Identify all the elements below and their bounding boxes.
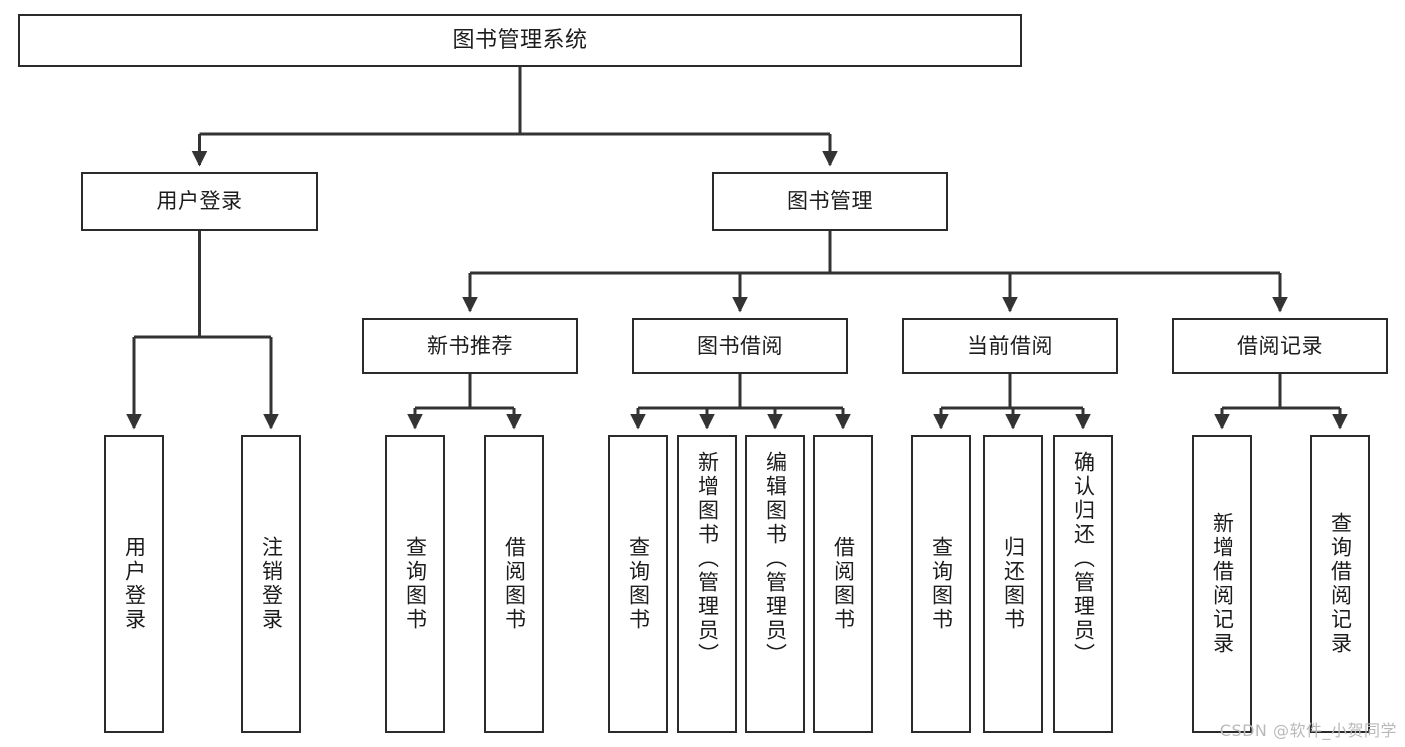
- node-leaf-add-borrowing-record[interactable]: 新增借阅记录: [1192, 435, 1252, 733]
- node-book-management[interactable]: 图书管理: [712, 172, 948, 231]
- node-label: 当前借阅: [967, 333, 1053, 358]
- node-label: 新增借阅记录: [1210, 512, 1235, 656]
- node-leaf-borrow-book-recommendation[interactable]: 借阅图书: [484, 435, 544, 733]
- node-label: 借阅图书: [502, 536, 527, 632]
- csdn-watermark: CSDN @软件_小贺同学: [1219, 721, 1397, 740]
- node-label: 查询借阅记录: [1328, 512, 1353, 656]
- node-leaf-user-login[interactable]: 用户登录: [104, 435, 164, 733]
- node-label: 注销登录: [259, 536, 284, 632]
- node-label: 借阅记录: [1237, 333, 1323, 358]
- node-new-book-recommendation[interactable]: 新书推荐: [362, 318, 578, 374]
- node-leaf-query-book-borrowing[interactable]: 查询图书: [608, 435, 668, 733]
- node-label: 用户登录: [122, 536, 147, 632]
- node-label: 归还图书: [1001, 536, 1026, 632]
- node-current-borrowing[interactable]: 当前借阅: [902, 318, 1118, 374]
- node-leaf-query-book-current[interactable]: 查询图书: [911, 435, 971, 733]
- node-label: 编辑图书（管理员）: [763, 451, 788, 667]
- node-leaf-query-borrowing-record[interactable]: 查询借阅记录: [1310, 435, 1370, 733]
- node-leaf-edit-book-admin[interactable]: 编辑图书（管理员）: [745, 435, 805, 733]
- node-user-login[interactable]: 用户登录: [81, 172, 318, 231]
- node-borrowing-record[interactable]: 借阅记录: [1172, 318, 1388, 374]
- node-label: 查询图书: [626, 536, 651, 632]
- node-book-borrowing[interactable]: 图书借阅: [632, 318, 848, 374]
- node-label: 新书推荐: [427, 333, 513, 358]
- node-label: 图书借阅: [697, 333, 783, 358]
- node-root-book-management-system[interactable]: 图书管理系统: [18, 14, 1022, 67]
- node-label: 借阅图书: [831, 536, 856, 632]
- node-leaf-borrow-book-borrowing[interactable]: 借阅图书: [813, 435, 873, 733]
- node-label: 确认归还（管理员）: [1071, 451, 1096, 667]
- node-leaf-query-book-recommendation[interactable]: 查询图书: [385, 435, 445, 733]
- node-label: 图书管理系统: [452, 27, 588, 53]
- node-leaf-logout[interactable]: 注销登录: [241, 435, 301, 733]
- node-leaf-add-book-admin[interactable]: 新增图书（管理员）: [677, 435, 737, 733]
- node-label: 查询图书: [403, 536, 428, 632]
- node-label: 新增图书（管理员）: [695, 451, 720, 667]
- node-leaf-return-book[interactable]: 归还图书: [983, 435, 1043, 733]
- node-label: 图书管理: [787, 189, 873, 214]
- node-label: 查询图书: [929, 536, 954, 632]
- node-label: 用户登录: [156, 189, 243, 214]
- node-leaf-confirm-return-admin[interactable]: 确认归还（管理员）: [1053, 435, 1113, 733]
